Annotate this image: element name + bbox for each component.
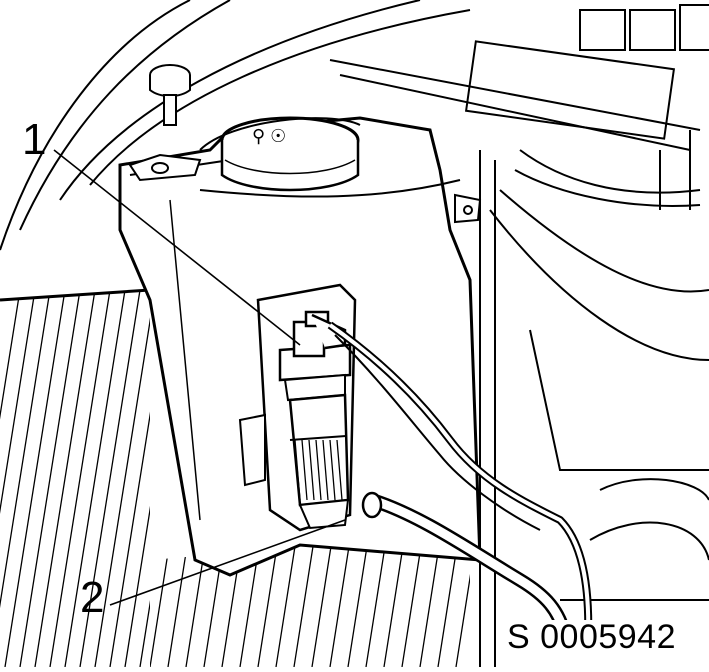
lower-panel-hatch	[150, 540, 470, 667]
figure-reference-code: S 0005942	[505, 618, 678, 656]
washer-hose	[361, 491, 573, 642]
leader-line-2	[109, 519, 346, 606]
fender-arcs	[0, 0, 471, 251]
leader-line-1	[53, 149, 301, 346]
radiator-core	[0, 290, 150, 667]
callout-label-1: 1	[22, 115, 47, 164]
wiring-harness	[327, 321, 593, 641]
leader-lines	[53, 149, 346, 606]
engine-bay-structure	[329, 4, 709, 667]
callout-label-2: 2	[80, 573, 105, 622]
radiator-top-edge	[0, 288, 151, 302]
filler-cap-symbol: ⚲ ☉	[252, 126, 286, 146]
mounting-bolt	[149, 64, 191, 126]
